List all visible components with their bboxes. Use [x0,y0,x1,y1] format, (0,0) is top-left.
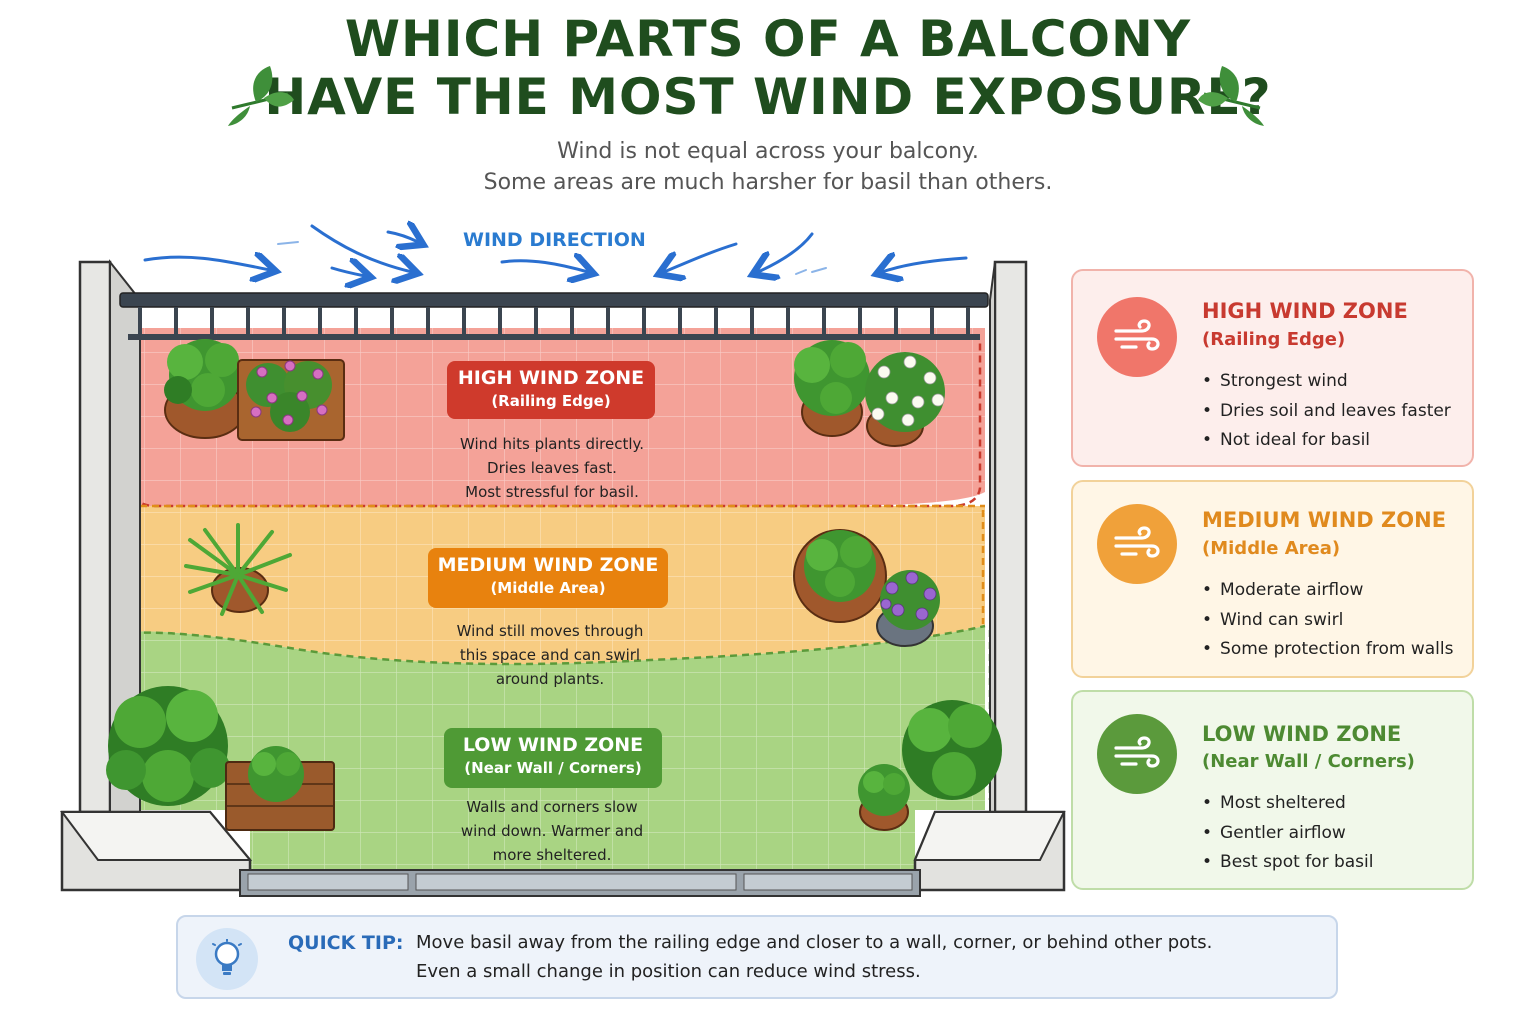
tip-line-2: Even a small change in position can redu… [416,961,921,982]
wind-icon [1097,504,1177,584]
large-plant-bottom-right [902,700,1002,800]
zone-label-low: LOW WIND ZONE (Near Wall / Corners) [444,728,662,788]
lightbulb-icon [196,928,258,990]
card-low-subtitle: (Near Wall / Corners) [1202,751,1415,772]
flower-pot-top-right [865,352,945,447]
card-high-bullet-1: Strongest wind [1202,367,1451,397]
card-low-bullet-3: Best spot for basil [1202,848,1373,878]
zone-desc-high-line-1: Wind hits plants directly. [459,435,644,453]
zone-label-high-title: HIGH WIND ZONE [457,367,645,389]
potted-plant-middle-right [793,529,887,623]
card-medium-title: MEDIUM WIND ZONE [1202,508,1447,532]
zone-desc-medium: Wind still moves through this space and … [420,619,680,691]
zone-desc-low-line-3: more sheltered. [492,846,612,864]
card-high-wind: HIGH WIND ZONE (Railing Edge) Strongest … [1071,269,1474,467]
subtitle-line-2: Some areas are much harsher for basil th… [483,170,1053,195]
zone-desc-low-line-1: Walls and corners slow [466,798,638,816]
zone-label-high: HIGH WIND ZONE (Railing Edge) [447,361,655,419]
card-medium-subtitle: (Middle Area) [1202,538,1341,559]
card-low-bullet-1: Most sheltered [1202,789,1374,819]
wind-icon [1097,297,1177,377]
card-medium-wind: MEDIUM WIND ZONE (Middle Area) Moderate … [1071,480,1474,678]
header: WHICH PARTS OF A BALCONY HAVE THE MOST W… [0,10,1536,198]
card-high-bullet-2: Dries soil and leaves faster [1202,397,1451,427]
card-low-bullet-2: Gentler airflow [1202,819,1374,849]
zone-desc-medium-line-3: around plants. [495,670,605,688]
tip-label: QUICK TIP: [288,932,404,954]
spider-plant-middle-left [184,523,292,616]
zone-desc-high-line-3: Most stressful for basil. [465,483,639,501]
card-high-title: HIGH WIND ZONE [1202,299,1408,323]
zone-desc-medium-line-1: Wind still moves through [456,622,644,640]
wind-arrows [143,0,968,300]
card-low-wind: LOW WIND ZONE (Near Wall / Corners) Most… [1071,690,1474,890]
title-line-2: HAVE THE MOST WIND EXPOSURE? [264,68,1272,126]
zone-desc-medium-line-2: this space and can swirl [459,646,641,664]
zone-label-low-title: LOW WIND ZONE [462,734,644,756]
card-medium-bullet-3: Some protection from walls [1202,635,1453,665]
flower-pot-middle-right [876,570,940,647]
zone-label-medium-title: MEDIUM WIND ZONE [437,554,659,576]
card-medium-bullets: Moderate airflow Wind can swirl Some pro… [1202,576,1453,665]
small-plant-bottom-right [858,764,910,831]
zone-label-medium: MEDIUM WIND ZONE (Middle Area) [428,548,668,608]
card-high-bullets: Strongest wind Dries soil and leaves fas… [1202,367,1451,456]
potted-plant-top-right [794,340,870,437]
zone-label-high-subtitle: (Railing Edge) [491,392,611,410]
zone-desc-low: Walls and corners slow wind down. Warmer… [430,795,674,867]
card-medium-bullet-2: Wind can swirl [1202,606,1453,636]
zone-label-medium-subtitle: (Middle Area) [490,579,606,597]
wind-direction-label: WIND DIRECTION [463,229,646,251]
subtitle-line-1: Wind is not equal across your balcony. [557,139,979,164]
card-high-bullet-3: Not ideal for basil [1202,426,1451,456]
card-low-bullets: Most sheltered Gentler airflow Best spot… [1202,789,1374,878]
leaf-icon-right [1198,66,1264,126]
card-high-subtitle: (Railing Edge) [1202,329,1346,350]
leaf-icon-left [228,66,294,126]
wooden-bench-bottom-left [225,746,335,831]
large-plant-bottom-left [106,686,230,806]
card-medium-bullet-1: Moderate airflow [1202,576,1453,606]
zone-desc-low-line-2: wind down. Warmer and [460,822,644,840]
tip-line-1: Move basil away from the railing edge an… [416,932,1213,953]
flower-planter-top-left [237,359,345,441]
zone-desc-high: Wind hits plants directly. Dries leaves … [430,432,674,504]
wind-icon [1097,714,1177,794]
card-low-title: LOW WIND ZONE [1202,722,1402,746]
quick-tip-box: QUICK TIP: Move basil away from the rail… [176,915,1338,999]
zone-desc-high-line-2: Dries leaves fast. [487,459,617,477]
potted-plant-top-left [164,339,246,439]
zone-label-low-subtitle: (Near Wall / Corners) [464,759,642,777]
title-line-1: WHICH PARTS OF A BALCONY [344,10,1192,68]
